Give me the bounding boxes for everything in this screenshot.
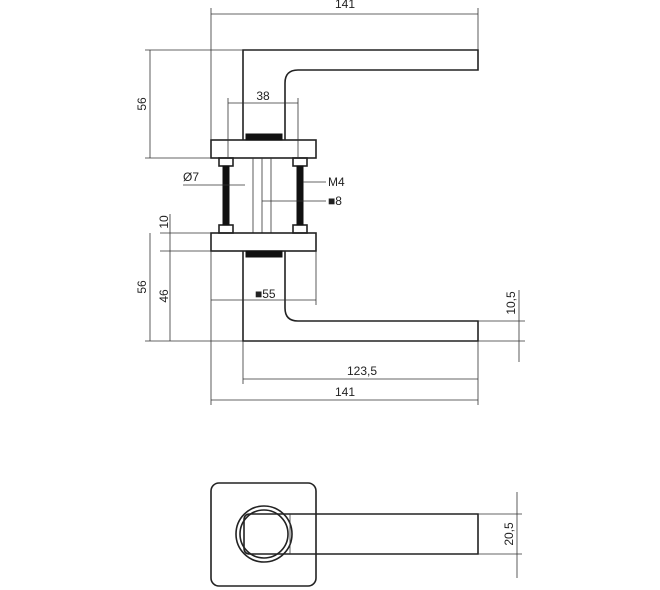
dim-rose-thickness: 10 (157, 215, 171, 229)
dim-thread: M4 (328, 175, 345, 189)
side-view: 141 56 38 Ø7 M4 ■8 10 56 46 (135, 0, 525, 405)
right-screw (292, 157, 308, 234)
left-screw (218, 157, 234, 234)
lever-top (243, 513, 479, 555)
dim-spindle-square: ■8 (328, 194, 342, 208)
dim-rose-square: ■55 (255, 287, 276, 301)
upper-rose-plate (210, 139, 317, 159)
dim-lever-projection: 123,5 (347, 364, 377, 378)
dim-diameter: Ø7 (183, 170, 199, 184)
lower-rose-plate (210, 232, 317, 252)
dim-lower-inner: 46 (157, 289, 171, 303)
dim-top-length: 141 (335, 0, 355, 11)
rose-outer (210, 482, 317, 587)
upper-lever (242, 49, 479, 140)
dim-lever-width: 20,5 (502, 522, 516, 546)
upper-rose-neck (245, 133, 283, 141)
rose-ring (235, 505, 293, 563)
lower-lever (242, 251, 479, 342)
dim-upper-height: 56 (135, 97, 149, 111)
dim-spindle-spacing: 38 (256, 89, 270, 103)
dim-lower-height: 56 (135, 280, 149, 294)
lower-rose-neck (245, 250, 283, 258)
top-view: 20,5 (210, 482, 522, 587)
dim-bottom-length: 141 (335, 385, 355, 399)
dim-lever-thickness: 10,5 (504, 291, 518, 315)
